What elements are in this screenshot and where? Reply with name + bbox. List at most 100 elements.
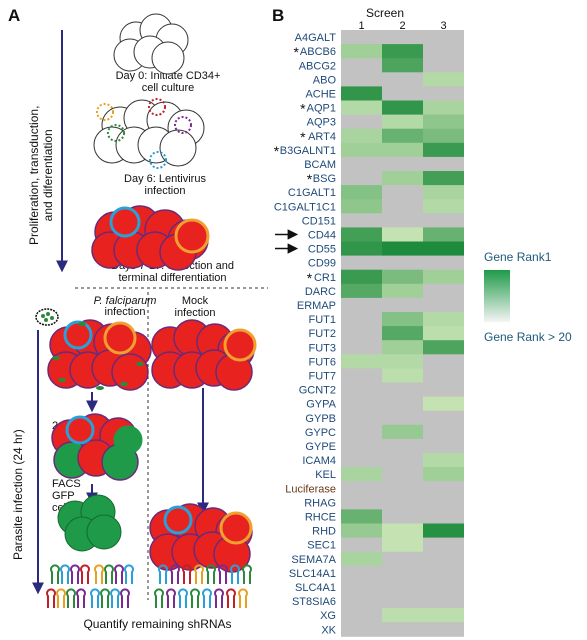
row-label-GYPC: GYPC [305,427,336,439]
heatmap-cell-C1GALT1-1 [341,185,382,200]
heatmap-cell-Luciferase-2 [382,481,423,496]
heatmap-cell-SEC1-2 [382,537,423,553]
row-label-FUT7: FUT7 [309,371,337,383]
heatmap-cell-GYPA-2 [382,396,423,412]
heatmap-cell-SLC4A1-3 [423,579,464,595]
heatmap-cell-SLC4A1-2 [382,579,423,595]
heatmap-cell-FUT1-3 [423,312,464,327]
heatmap-cell-ABO-1 [341,72,382,87]
row-label-CD99: CD99 [308,258,336,270]
heatmap-cell-GYPA-3 [423,396,464,412]
heatmap-cell-GCNT2-2 [382,382,423,398]
heatmap-cell-ABCB6-2 [382,44,423,59]
star-marker-ABCB6: * [294,44,300,60]
heatmap-cell-KEL-3 [423,467,464,482]
row-label-AQP1: AQP1 [307,103,336,115]
heatmap-cell-FUT7-3 [423,368,464,383]
heatmap-cell-CD151-1 [341,213,382,228]
heatmap-cell-BSG-3 [423,171,464,186]
row-label-RHCE: RHCE [305,512,336,524]
heatmap-cell-SLC14A1-2 [382,565,423,581]
heatmap-cell-SEC1-1 [341,537,382,553]
star-marker-B3GALNT1: * [274,143,280,159]
heatmap-cell-BCAM-3 [423,156,464,172]
heatmap-cell-FUT1-2 [382,312,423,327]
heatmap-cell-GYPA-1 [341,396,382,412]
row-label-BSG: BSG [313,173,336,185]
heatmap-cell-DARC-3 [423,283,464,299]
row-label-C1GALT1C1: C1GALT1C1 [274,201,336,213]
heatmap-cell-KEL-2 [382,467,423,482]
column-label-1: 1 [358,20,364,32]
heatmap-cell-AQP1-2 [382,100,423,116]
row-label-ART4: ART4 [308,131,336,143]
day6-label: Day 6: Lentivirus infection [124,173,206,197]
heatmap-cell-BSG-1 [341,171,382,186]
legend-bottom-label: Gene Rank > 20 [484,330,572,344]
star-marker-CR1: * [307,270,313,286]
heatmap-cell-SEMA7A-1 [341,551,382,567]
heatmap-cell-SEMA7A-2 [382,551,423,567]
row-label-CD151: CD151 [302,215,336,227]
heatmap-cell-SEC1-3 [423,537,464,553]
heatmap-cell-ERMAP-3 [423,297,464,313]
row-label-ABO: ABO [313,74,337,86]
legend-top-label: Gene Rank1 [484,250,552,264]
heatmap-cell-C1GALT1C1-2 [382,199,423,214]
heatmap-cell-CD99-2 [382,255,423,271]
heatmap-cell-XG-2 [382,608,423,623]
heatmap-cell-AQP3-2 [382,114,423,130]
row-label-SEC1: SEC1 [307,540,336,552]
row-label-GYPE: GYPE [305,441,336,453]
row-label-C1GALT1: C1GALT1 [288,187,336,199]
row-label-SLC4A1: SLC4A1 [295,582,336,594]
heatmap-cell-CD99-3 [423,255,464,271]
heatmap-cell-GYPC-1 [341,424,382,440]
heatmap-cell-FUT3-3 [423,340,464,355]
heatmap-cell-FUT6-1 [341,354,382,369]
heatmap-cell-DARC-1 [341,283,382,299]
heatmap-cell-C1GALT1-3 [423,185,464,200]
quantify-label: Quantify remaining shRNAs [83,617,232,631]
heatmap-cell-ABCB6-3 [423,44,464,59]
heatmap-cell-ABCG2-3 [423,58,464,73]
heatmap-cell-ART4-3 [423,128,464,144]
row-label-CD55: CD55 [308,244,336,256]
row-label-FUT2: FUT2 [309,328,337,340]
row-label-GYPA: GYPA [306,399,336,411]
heatmap-cell-CD55-2 [382,241,423,257]
heatmap-cell-Luciferase-1 [341,481,382,496]
heatmap-cell-XG-1 [341,608,382,623]
row-label-DARC: DARC [305,286,336,298]
heatmap-cell-GCNT2-3 [423,382,464,398]
row-label-FUT1: FUT1 [309,314,337,326]
heatmap-cell-XG-3 [423,608,464,623]
row-label-ABCG2: ABCG2 [299,60,336,72]
heatmap-cell-ABO-3 [423,72,464,87]
heatmap-cell-RHD-2 [382,523,423,539]
heatmap-cell-ERMAP-2 [382,297,423,313]
row-label-ST8SIA6: ST8SIA6 [292,596,336,608]
panel-a-letter: A [8,6,21,25]
row-label-RHAG: RHAG [304,497,336,509]
column-label-2: 2 [399,20,405,32]
heatmap-cell-CD55-1 [341,241,382,257]
row-label-ACHE: ACHE [305,89,336,101]
row-label-XK: XK [321,624,336,636]
star-marker-ART4: * [300,129,306,145]
heatmap-cell-CD151-2 [382,213,423,228]
heatmap-cell-ERMAP-1 [341,297,382,313]
heatmap-cell-RHCE-1 [341,509,382,524]
heatmap-cell-CD44-1 [341,227,382,242]
heatmap-cell-ICAM4-2 [382,453,423,468]
heatmap-cell-ST8SIA6-3 [423,594,464,609]
heatmap-cell-A4GALT-1 [341,30,382,45]
heatmap-cell-ACHE-2 [382,86,423,101]
heatmap-cell-A4GALT-2 [382,30,423,45]
heatmap-cell-GYPE-2 [382,438,423,454]
row-label-B3GALNT1: B3GALNT1 [280,145,336,157]
legend-gradient [484,270,510,322]
heatmap-cell-RHD-3 [423,523,464,539]
heatmap-cell-KEL-1 [341,467,382,482]
heatmap-cell-GYPE-3 [423,438,464,454]
